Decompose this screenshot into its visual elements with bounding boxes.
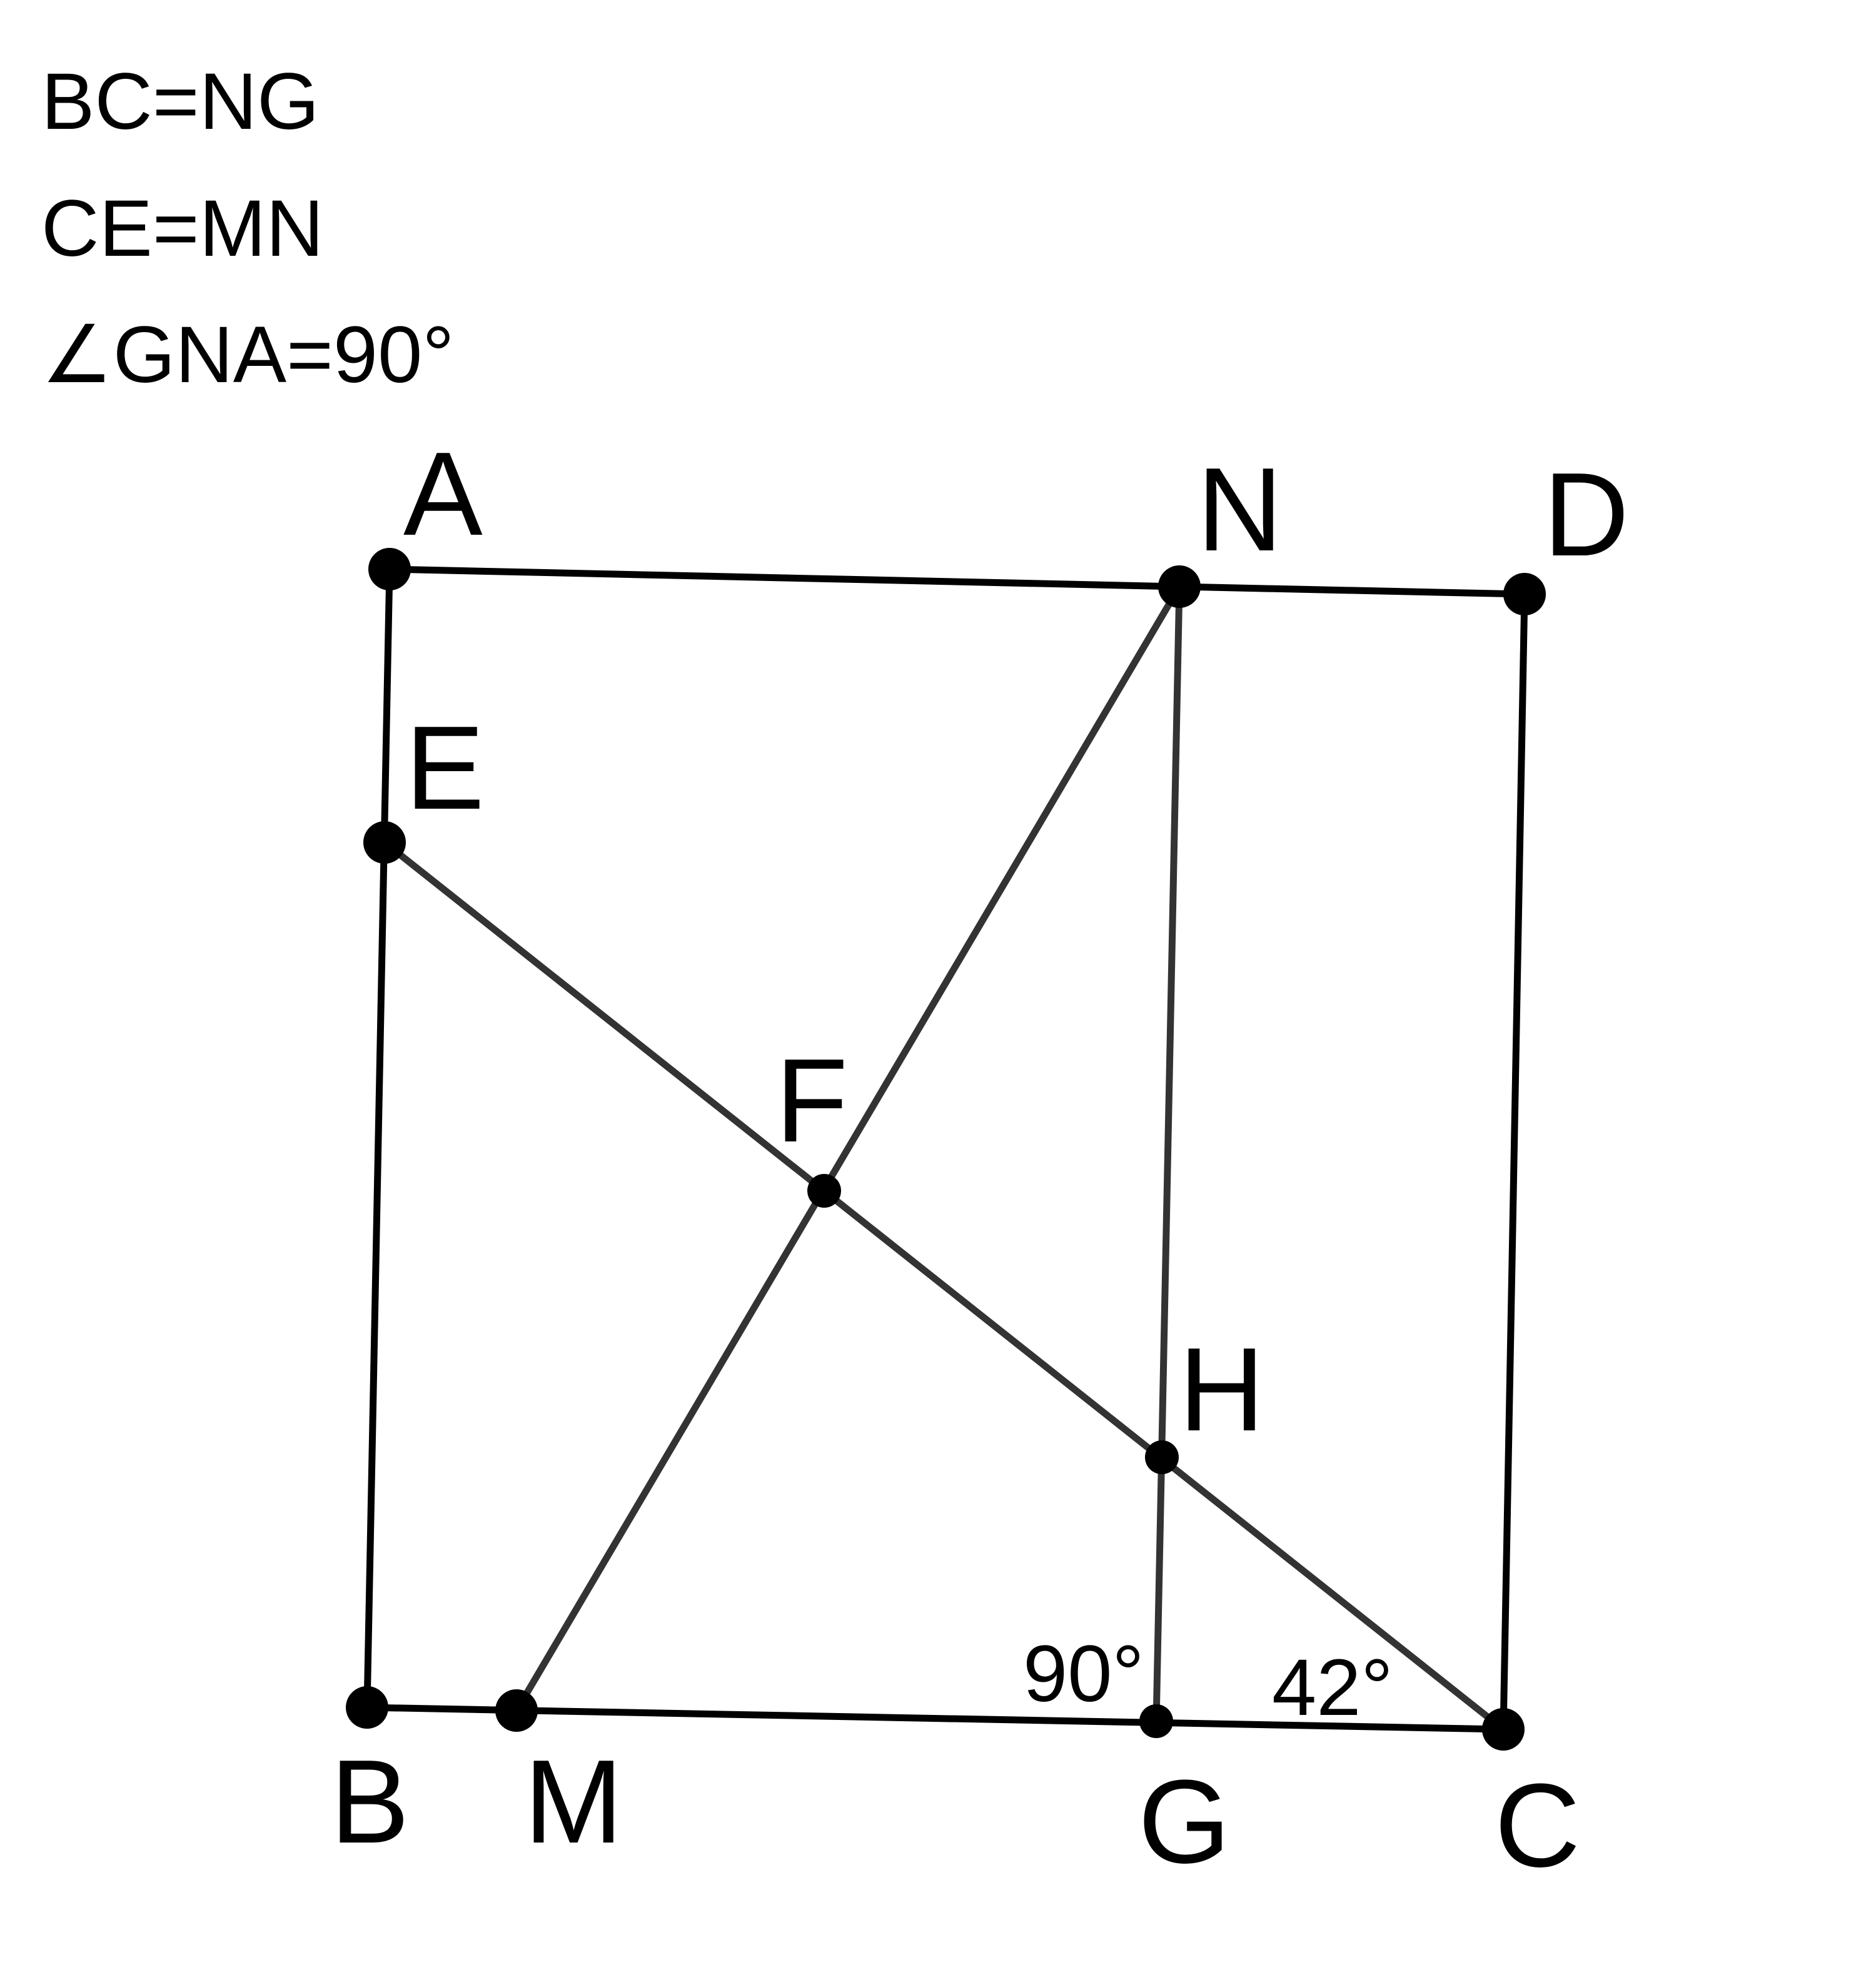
label-d: D	[1543, 448, 1629, 581]
point-n	[1158, 565, 1201, 608]
point-d	[1503, 573, 1546, 615]
segment-an	[386, 565, 1183, 590]
label-n: N	[1197, 443, 1283, 576]
segment-nm	[513, 583, 1183, 1714]
point-m	[495, 1689, 538, 1732]
segment-ec	[381, 839, 1507, 1733]
segment-nd	[1176, 583, 1528, 598]
label-h: H	[1179, 1323, 1264, 1456]
point-b	[346, 1686, 388, 1729]
label-a: A	[403, 428, 483, 560]
label-e: E	[405, 702, 485, 834]
point-labels: A N D E F H B M G C	[330, 428, 1629, 1892]
given-conditions: BC=NG CE=MN ∠GNA=90°	[41, 57, 454, 400]
segment-ab	[363, 565, 393, 1711]
angle-label-g: 90°	[1023, 1629, 1144, 1719]
point-f	[807, 1174, 841, 1208]
label-b: B	[330, 1736, 410, 1868]
point-a	[368, 548, 411, 590]
label-c: C	[1495, 1759, 1580, 1892]
segment-bc	[363, 1704, 1507, 1733]
given-ce-equals-mn: CE=MN	[41, 184, 324, 273]
label-f: F	[775, 1034, 848, 1167]
label-m: M	[524, 1736, 623, 1868]
angle-labels: 90° 42°	[1023, 1629, 1393, 1732]
point-g	[1139, 1704, 1173, 1738]
segment-ng	[1152, 583, 1183, 1725]
given-angle-gna: ∠GNA=90°	[41, 310, 454, 400]
segment-dc	[1500, 590, 1528, 1733]
point-e	[363, 821, 406, 864]
points	[346, 548, 1546, 1751]
angle-label-c: 42°	[1272, 1643, 1393, 1732]
given-bc-equals-ng: BC=NG	[41, 57, 320, 146]
point-h	[1145, 1440, 1179, 1474]
point-c	[1482, 1708, 1525, 1751]
label-g: G	[1138, 1756, 1231, 1888]
rectangle-abcd	[363, 565, 1528, 1733]
interior-segments	[381, 583, 1507, 1733]
